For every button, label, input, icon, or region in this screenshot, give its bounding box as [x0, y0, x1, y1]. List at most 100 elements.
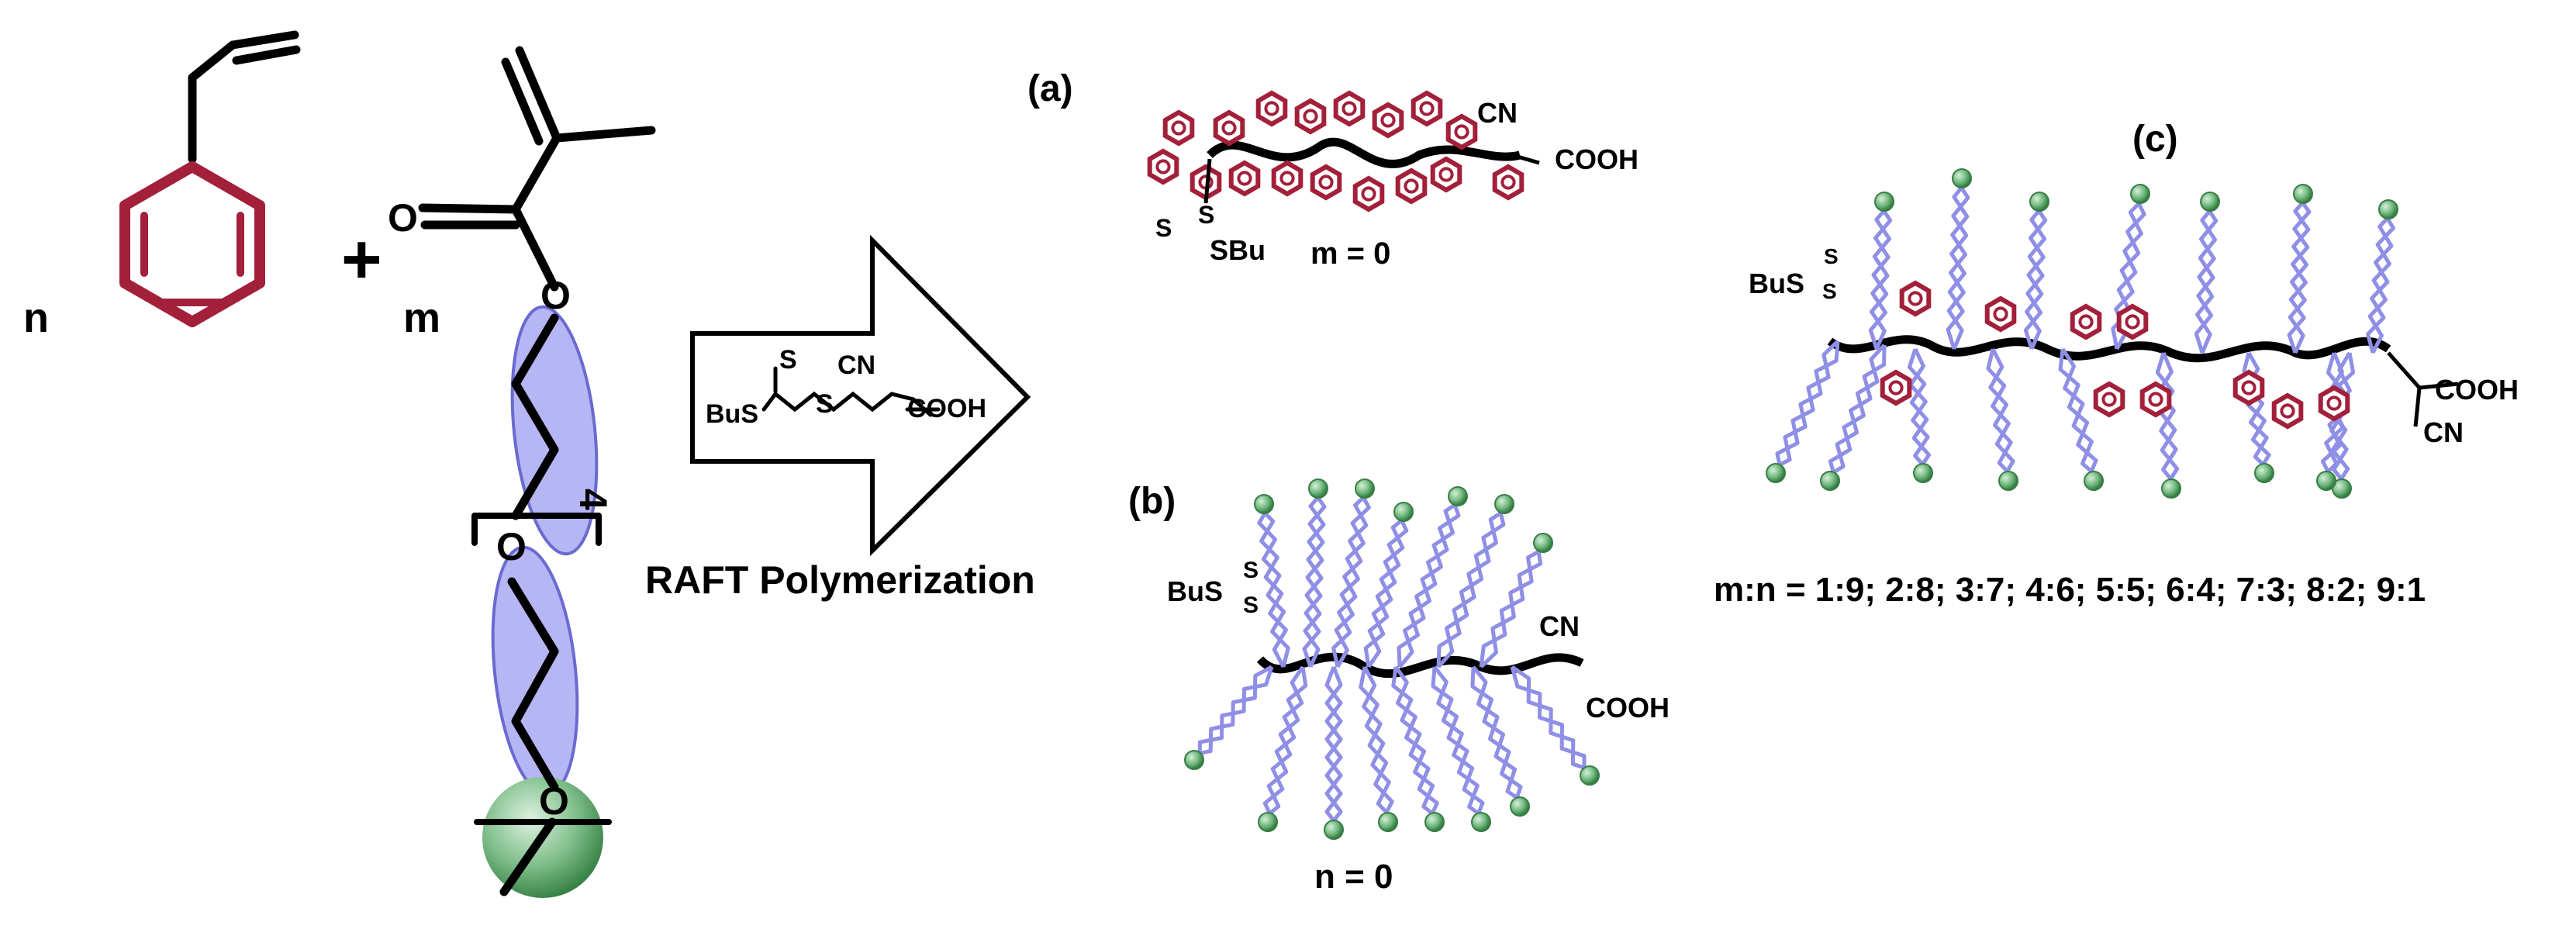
- ester-oxygen: O: [540, 274, 571, 317]
- cta-bridge-s: S: [816, 389, 834, 419]
- styrene-ring-icon: [1430, 156, 1462, 193]
- end-group-icon: [2378, 199, 2398, 219]
- end-group-icon: [1254, 494, 1274, 514]
- styrene-ring-icon: [1984, 295, 2017, 333]
- panel-b-s2: S: [1243, 592, 1259, 618]
- carbonyl-oxygen: O: [388, 196, 418, 240]
- panel-a-sbu: SBu: [1210, 234, 1266, 266]
- styrene-ring-icon: [1271, 160, 1304, 197]
- peg-side-chain: [1510, 665, 1600, 786]
- peg-side-chain: [1907, 347, 1933, 483]
- panel-a: (a) CN COOH S S SBu m = 0: [1027, 68, 1638, 271]
- end-group-icon: [1184, 750, 1204, 770]
- end-group-icon: [1494, 494, 1514, 514]
- styrene-ring-icon: [1880, 369, 1912, 406]
- end-group-icon: [2254, 463, 2274, 483]
- styrene-ring-icon: [1352, 175, 1385, 212]
- styrene-ring-icon: [2093, 381, 2125, 418]
- panel-b-bus: BuS: [1167, 575, 1223, 607]
- end-group-icon: [1355, 478, 1375, 499]
- peg-side-chain: [2058, 347, 2104, 491]
- m-subscript: m: [403, 295, 440, 341]
- end-group-icon: [1913, 463, 1933, 483]
- arrow-shape: [690, 234, 1031, 557]
- peg-side-chain: [1184, 665, 1274, 770]
- styrene-ring-icon: [2070, 303, 2102, 340]
- end-group-icon: [1424, 812, 1445, 832]
- peg-side-chain: [1359, 665, 1398, 832]
- styrene-ring-icon: [2271, 392, 2304, 430]
- repeat-count: 4: [571, 489, 615, 510]
- end-group-icon: [2130, 184, 2150, 204]
- end-group-icon: [2200, 192, 2220, 212]
- cta-cn: CN: [837, 351, 875, 380]
- styrene-ring-icon: [1310, 164, 1342, 201]
- end-group-icon: [1580, 765, 1600, 786]
- styrene-ring-icon: [1395, 168, 1428, 205]
- styrene-ring-icon: [1372, 102, 1404, 139]
- peg-side-chain: [1986, 347, 2018, 491]
- styrene-ring-icon: [2318, 385, 2350, 422]
- end-group-icon: [1952, 168, 1972, 188]
- styrene-ring-icon: [2139, 381, 2172, 418]
- plus-sign: +: [341, 221, 382, 299]
- peg-side-chain: [2023, 192, 2049, 351]
- styrene-ring-icon: [1899, 280, 1932, 317]
- styrene-ring-icon: [1255, 90, 1288, 127]
- peg-side-chain: [1766, 340, 1840, 483]
- peg-side-chain: [2155, 352, 2181, 499]
- peg-side-chain: [2366, 199, 2398, 354]
- panel-b-backbone: [1256, 652, 1584, 679]
- peg-side-chain: [1391, 665, 1445, 832]
- reaction-arrow: S CN BuS S COOH RAFT Polymerization: [645, 234, 1035, 602]
- peg-side-chain: [1331, 478, 1375, 668]
- panel-b: (b) BuS S S CN COOH n = 0: [1128, 478, 1670, 896]
- panel-c-ratios: m:n = 1:9; 2:8; 3:7; 4:6; 5:5; 6:4; 7:3;…: [1714, 571, 2426, 609]
- styrene-ring-icon: [1228, 160, 1261, 197]
- n-subscript: n: [23, 295, 49, 341]
- end-group-icon: [1820, 471, 1840, 491]
- peg-side-chain: [1302, 478, 1328, 668]
- panel-a-condition: m = 0: [1310, 237, 1390, 271]
- styrene-ring-icon: [1294, 98, 1327, 135]
- end-group-icon: [1308, 478, 1328, 499]
- panel-b-tag: (b): [1128, 481, 1176, 522]
- end-group-icon: [1393, 502, 1414, 522]
- monomer-section: n + m O O O O 4: [23, 30, 656, 898]
- peg-side-chain: [2242, 351, 2274, 483]
- panel-a-s1: S: [1155, 214, 1172, 242]
- panel-a-tag: (a): [1027, 68, 1073, 109]
- peg-side-chain: [1397, 486, 1468, 668]
- end-group-icon: [2161, 478, 2181, 499]
- cta-bus: BuS: [706, 399, 758, 429]
- styrene-ring-icon: [2116, 303, 2149, 340]
- panel-c-peg-brushes: [1766, 168, 2398, 499]
- panel-b-peg-brushes: [1184, 478, 1600, 840]
- end-group-icon: [1510, 796, 1530, 817]
- styrene-ring-icon: [1333, 90, 1366, 127]
- panel-c-cn: CN: [2423, 416, 2464, 448]
- ether-oxygen-1: O: [496, 525, 527, 568]
- panel-a-s2: S: [1198, 201, 1214, 229]
- raft-caption: RAFT Polymerization: [645, 558, 1035, 602]
- cta-thione-s: S: [779, 345, 797, 375]
- panel-c: (c) BuS S S COOH CN m:n = 1:9; 2:8; 3:7;…: [1714, 119, 2519, 609]
- panel-a-styrene-pendants: [1147, 90, 1525, 212]
- peg-side-chain: [1820, 344, 1887, 491]
- peg-side-chain: [1258, 665, 1308, 832]
- peg-side-chain: [1363, 502, 1414, 668]
- panel-c-s2: S: [1822, 279, 1837, 303]
- peg-side-chain: [2194, 192, 2220, 354]
- panel-b-cn: CN: [1539, 610, 1580, 642]
- end-group-icon: [1258, 812, 1278, 832]
- peg-methacrylate-monomer: [418, 46, 656, 898]
- peg-segment-ellipse: [510, 305, 599, 556]
- peg-side-chain: [1868, 192, 1894, 351]
- end-group-icon: [2084, 471, 2104, 491]
- panel-c-tag: (c): [2132, 119, 2178, 160]
- peg-side-chain: [1431, 665, 1491, 832]
- end-group-icon: [1998, 471, 2018, 491]
- cta-cooh: COOH: [907, 394, 986, 423]
- benzene-ring: [119, 161, 265, 327]
